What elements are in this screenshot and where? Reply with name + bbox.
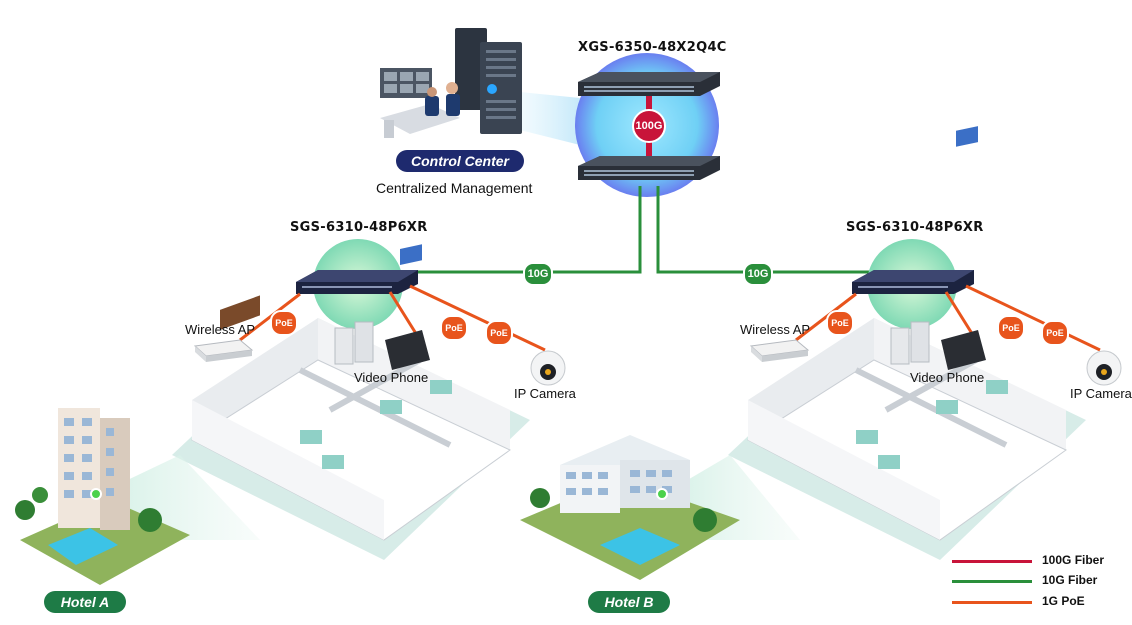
- access-switch-b-model-label: SGS-6310-48P6XR: [846, 220, 984, 235]
- legend-swatch: [952, 560, 1032, 563]
- legend-label: 100G Fiber: [1042, 553, 1105, 567]
- core-link-100g-badge: 100G: [632, 109, 666, 143]
- wireless-ap-b-icon: [749, 339, 810, 362]
- control-center-pill: Control Center: [396, 150, 524, 172]
- uplink-b-10g-badge: 10G: [743, 262, 773, 286]
- wireless-ap-a-label: Wireless AP: [185, 322, 256, 337]
- hotel-b-pill: Hotel B: [588, 591, 670, 613]
- poe-badge-phone-b: PoE: [997, 315, 1025, 341]
- access-switch-a-model-label: SGS-6310-48P6XR: [290, 220, 428, 235]
- server-cabinet-b-icon: [890, 321, 930, 365]
- operator-icon: [446, 82, 458, 94]
- ip-camera-a-icon: [530, 350, 566, 386]
- floor-plan-b: [728, 318, 1086, 560]
- poe-badge-ap-a: PoE: [270, 310, 298, 336]
- access-switch-a: [296, 270, 418, 294]
- ip-camera-a-label: IP Camera: [514, 386, 576, 401]
- legend-swatch: [952, 580, 1032, 583]
- uplink-10g-right: [656, 186, 872, 274]
- poe-badge-camera-a: PoE: [485, 320, 513, 346]
- access-switch-b: [852, 270, 974, 294]
- server-rack-icon: [455, 28, 487, 110]
- ip-camera-b-icon: [1086, 350, 1122, 386]
- legend-label: 10G Fiber: [1042, 573, 1098, 587]
- video-phone-b-label: Video Phone: [910, 370, 985, 385]
- wireless-ap-a-icon: [193, 339, 254, 362]
- poe-badge-camera-b: PoE: [1041, 320, 1069, 346]
- desk-icon: [380, 104, 460, 134]
- ip-camera-b-label: IP Camera: [1070, 386, 1132, 401]
- control-center-caption: Centralized Management: [376, 180, 533, 196]
- poe-badge-phone-a: PoE: [440, 315, 468, 341]
- legend-label: 1G PoE: [1042, 594, 1085, 608]
- video-phone-b-icon: [941, 126, 986, 370]
- uplink-a-10g-badge: 10G: [523, 262, 553, 286]
- core-switch-model-label: XGS-6350-48X2Q4C: [578, 40, 727, 55]
- wireless-ap-b-label: Wireless AP: [740, 322, 811, 337]
- server-rack-icon: [480, 42, 522, 134]
- video-phone-a-icon: [385, 244, 430, 370]
- core-switch-top: [578, 72, 720, 96]
- hotel-a-pill: Hotel A: [44, 591, 126, 613]
- uplink-10g-left: [412, 186, 642, 274]
- control-center-illustration: [380, 28, 522, 138]
- legend-swatch: [952, 601, 1032, 604]
- server-cabinet-a-icon: [334, 321, 374, 365]
- core-switch-bottom: [578, 156, 720, 180]
- poe-badge-ap-b: PoE: [826, 310, 854, 336]
- video-phone-a-label: Video Phone: [354, 370, 429, 385]
- hotel-a-building-icon: [15, 408, 190, 585]
- hotel-b-building-icon: [520, 435, 740, 580]
